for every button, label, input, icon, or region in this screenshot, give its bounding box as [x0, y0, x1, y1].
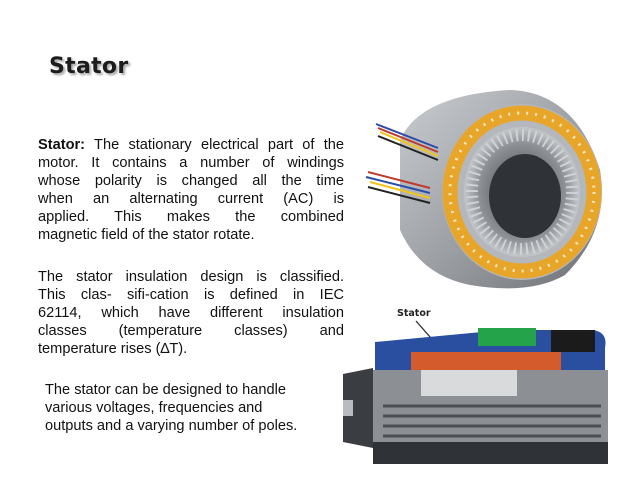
lead-wires [365, 123, 439, 204]
motor-shaft [343, 400, 353, 416]
encoder-board [478, 328, 536, 346]
stator-cutaway-section [411, 352, 561, 370]
stator-label: Stator: [38, 137, 86, 153]
motor-cutaway-illustration: Stator [343, 308, 608, 464]
stator-slots [466, 129, 578, 255]
insulation-paragraph: The stator insulation design is classifi… [38, 269, 344, 358]
rotor-cutaway [421, 370, 517, 396]
slide-title: Stator [49, 54, 129, 79]
connector-block [551, 330, 595, 352]
stator-caption: Stator [397, 308, 431, 319]
winding-insulation [448, 111, 596, 273]
motor-base [373, 442, 608, 464]
stator-illustration [365, 90, 602, 289]
design-paragraph: The stator can be designed to handle var… [45, 382, 298, 435]
stator-bore-center [489, 154, 561, 238]
stator-definition-paragraph: Stator: The stationary electrical part o… [38, 137, 344, 244]
motor-end-bell [343, 368, 373, 448]
cooling-fins [383, 404, 601, 438]
